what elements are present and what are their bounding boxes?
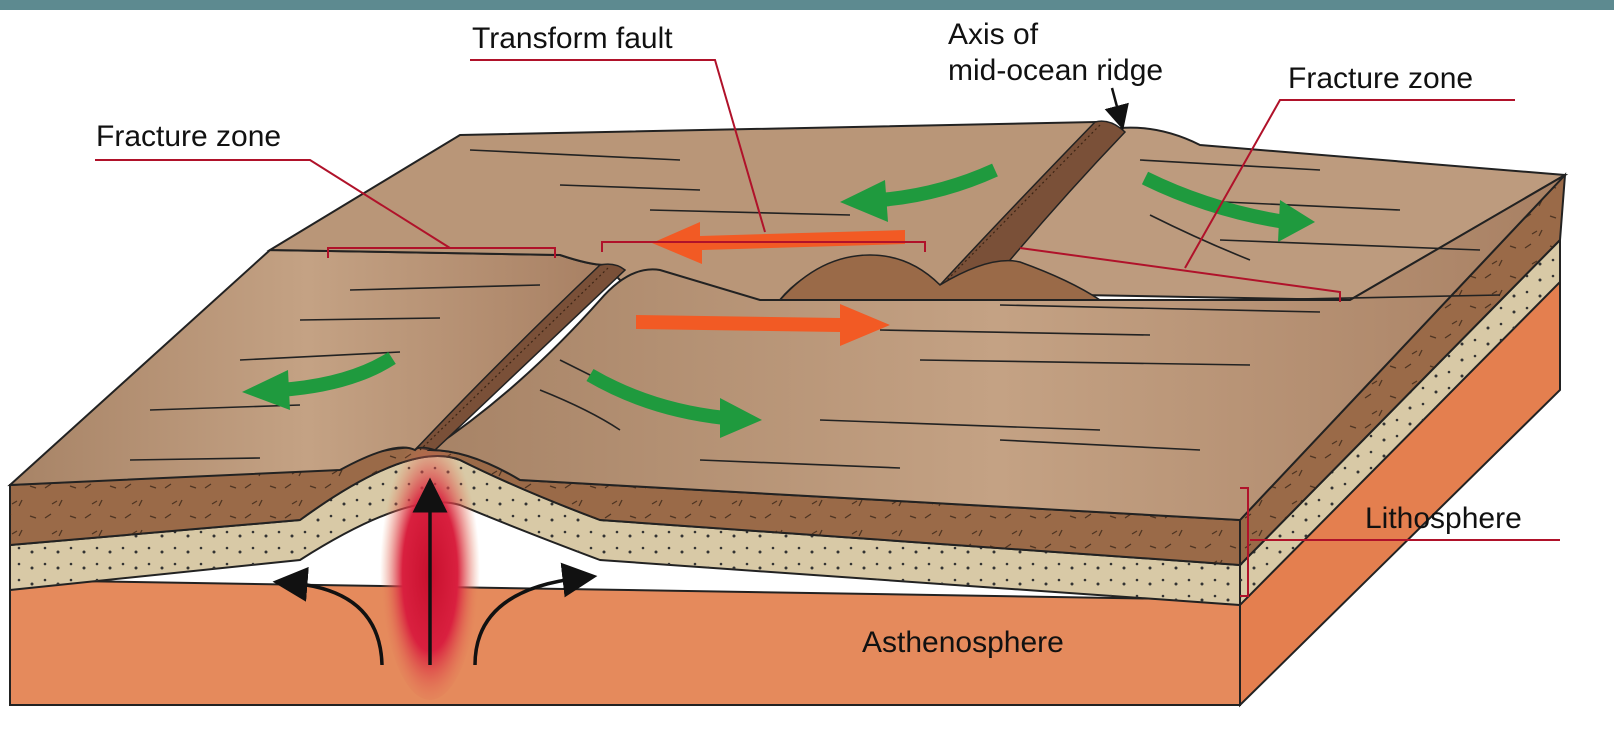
label-axis-line2: mid-ocean ridge — [948, 54, 1163, 87]
axis-pointer-arrow — [1112, 88, 1120, 118]
label-fracture-zone-right: Fracture zone — [1288, 62, 1473, 95]
top-texture-strip — [0, 0, 1614, 10]
label-fracture-zone-left: Fracture zone — [96, 120, 281, 153]
label-axis-line1: Axis of — [948, 18, 1039, 51]
label-transform-fault: Transform fault — [472, 22, 673, 55]
label-lithosphere: Lithosphere — [1365, 502, 1522, 535]
label-asthenosphere: Asthenosphere — [862, 626, 1064, 659]
